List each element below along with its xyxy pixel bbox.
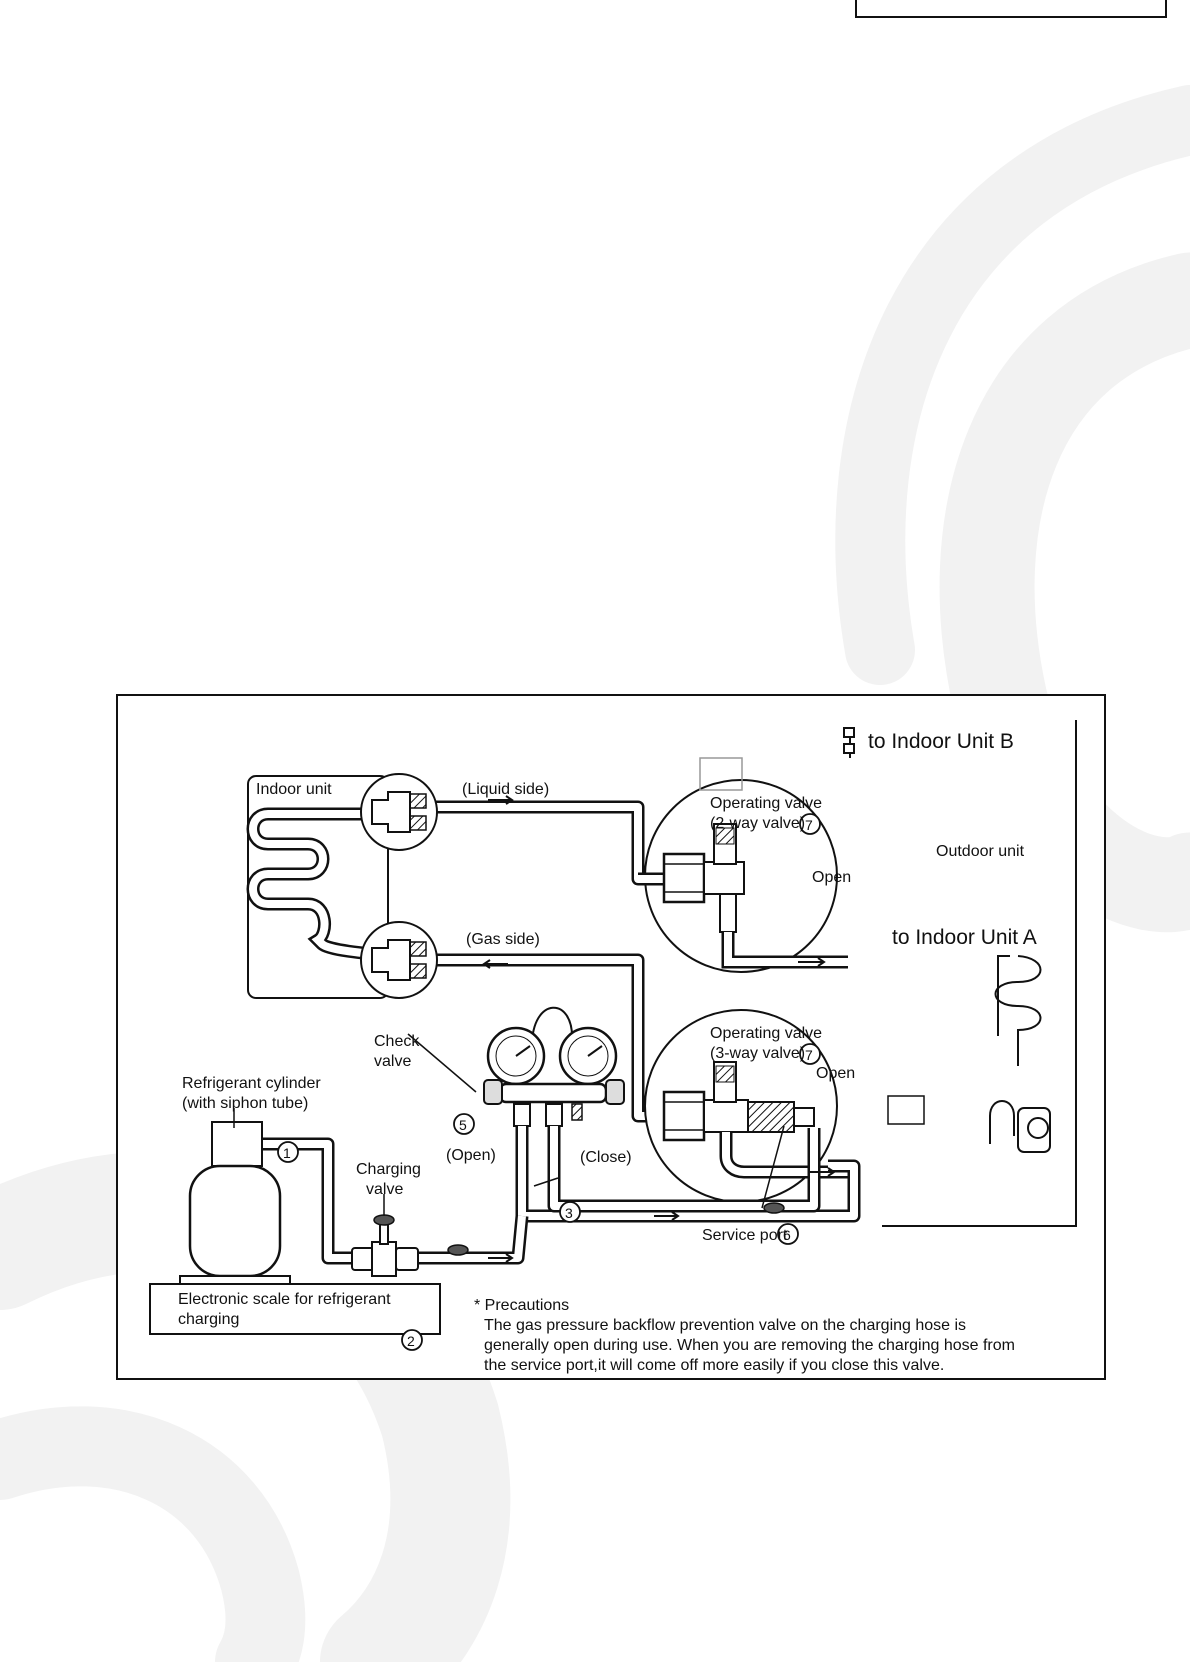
charging-valve-line1: Charging bbox=[356, 1161, 421, 1178]
two-way-valve-detail bbox=[638, 757, 848, 973]
charging-valve-line2: valve bbox=[366, 1181, 403, 1198]
charging-valve bbox=[351, 1202, 785, 1277]
refrigerant-cylinder-line1: Refrigerant cylinder bbox=[182, 1075, 321, 1092]
num-3-circle bbox=[559, 1201, 581, 1223]
to-indoor-a-label: to Indoor Unit A bbox=[892, 926, 1037, 949]
outdoor-unit-frame bbox=[849, 720, 1077, 1227]
open-3way-label: Open bbox=[816, 1065, 855, 1082]
num-1: 1 bbox=[283, 1145, 291, 1161]
open-label: (Open) bbox=[446, 1147, 496, 1164]
check-valve-line1: Check bbox=[374, 1033, 420, 1050]
manifold-gauge bbox=[483, 1006, 625, 1127]
open-2way-label: Open bbox=[812, 869, 851, 886]
flow-arrows bbox=[482, 795, 836, 1263]
check-valve-line2: valve bbox=[374, 1053, 411, 1070]
num-5-circle bbox=[453, 1113, 475, 1135]
num-2-circle bbox=[401, 1329, 423, 1351]
service-port-label: Service port bbox=[702, 1227, 788, 1244]
num-7-lower-circle bbox=[799, 1043, 821, 1065]
precautions-line3: the service port,it will come off more e… bbox=[484, 1357, 944, 1374]
electronic-scale bbox=[149, 1283, 441, 1335]
refrigerant-charging-diagram: Indoor unit (Liquid side) (Gas side) Ope… bbox=[116, 694, 1106, 1380]
number-circles bbox=[277, 813, 821, 1351]
leader-lines bbox=[233, 1033, 785, 1216]
charging-hose bbox=[515, 1126, 861, 1223]
num-7-upper: 7 bbox=[805, 817, 813, 833]
outdoor-compressor bbox=[989, 955, 1051, 1153]
op-valve-2way-line1: Operating valve bbox=[710, 795, 822, 812]
to-indoor-b-label: to Indoor Unit B bbox=[868, 730, 1014, 753]
gas-fitting-detail bbox=[360, 921, 438, 999]
num-7-lower: 7 bbox=[805, 1047, 813, 1063]
outdoor-unit-label: Outdoor unit bbox=[936, 843, 1025, 860]
three-way-valve-detail bbox=[644, 1009, 925, 1203]
indoor-unit-label: Indoor unit bbox=[256, 781, 332, 798]
gas-side-label: (Gas side) bbox=[466, 931, 540, 948]
num-6: 6 bbox=[783, 1227, 791, 1243]
num-5: 5 bbox=[459, 1117, 467, 1133]
op-valve-2way-line2: (2-way valve) bbox=[710, 815, 805, 832]
num-1-circle bbox=[277, 1141, 299, 1163]
indoor-unit bbox=[246, 775, 389, 999]
liquid-side-label: (Liquid side) bbox=[462, 781, 549, 798]
num-6-circle bbox=[777, 1223, 799, 1245]
refrigerant-cylinder bbox=[179, 1121, 291, 1285]
liquid-fitting-detail bbox=[360, 773, 438, 851]
cylinder-line bbox=[262, 1137, 529, 1265]
num-3: 3 bbox=[565, 1205, 573, 1221]
op-valve-3way-line2: (3-way valve) bbox=[710, 1045, 805, 1062]
num-7-upper-circle bbox=[799, 813, 821, 835]
precautions-title: * Precautions bbox=[474, 1297, 569, 1314]
scale-line1: Electronic scale for refrigerant bbox=[178, 1291, 391, 1308]
indoor-unit-b-ports bbox=[843, 727, 855, 754]
refrigerant-cylinder-line2: (with siphon tube) bbox=[182, 1095, 308, 1112]
precautions-line2: generally open during use. When you are … bbox=[484, 1337, 1015, 1354]
num-2: 2 bbox=[407, 1333, 415, 1349]
header-box bbox=[855, 0, 1167, 18]
close-label: (Close) bbox=[580, 1149, 632, 1166]
precautions-line1: The gas pressure backflow prevention val… bbox=[484, 1317, 966, 1334]
op-valve-3way-line1: Operating valve bbox=[710, 1025, 822, 1042]
scale-line2: charging bbox=[178, 1311, 239, 1328]
